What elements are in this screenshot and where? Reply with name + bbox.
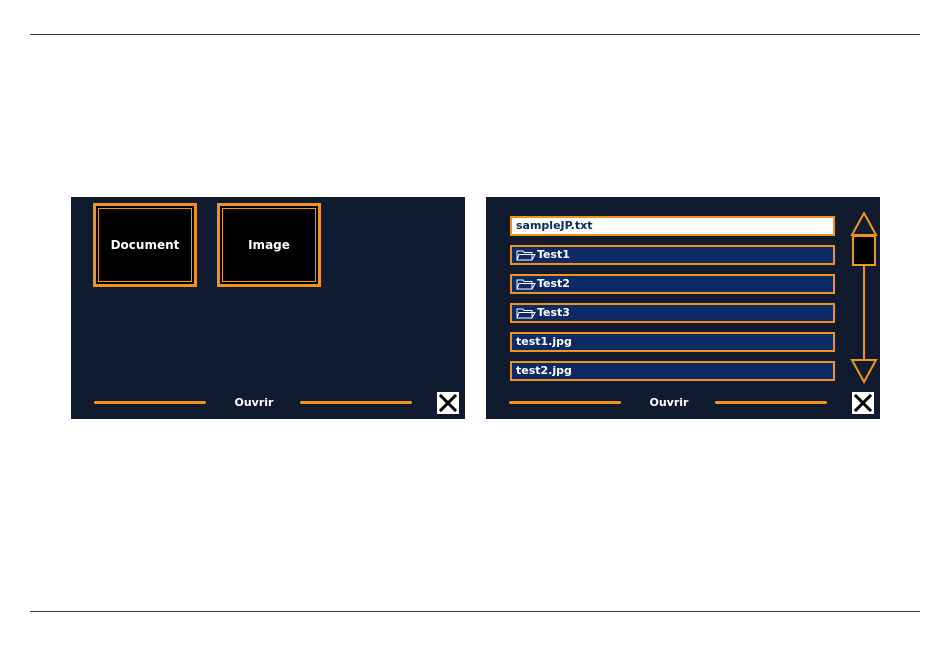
close-icon [439, 394, 457, 412]
close-button[interactable] [851, 391, 875, 415]
folder-item[interactable]: Test1 [510, 245, 835, 265]
folder-name: Test3 [537, 305, 570, 321]
file-name: sampleJP.txt [516, 218, 592, 234]
file-name: test1.jpg [516, 334, 572, 350]
folder-name: Test2 [537, 276, 570, 292]
image-tile[interactable]: Image [217, 203, 321, 287]
footer-title: Ouvrir [629, 396, 709, 410]
file-item[interactable]: sampleJP.txt [510, 216, 835, 236]
scroll-down-arrow-icon [852, 360, 876, 382]
open-category-screen: Document Image Ouvrir [71, 197, 465, 419]
close-button[interactable] [436, 391, 460, 415]
file-item[interactable]: test1.jpg [510, 332, 835, 352]
footer-line-right [715, 401, 827, 404]
footer-line-left [94, 401, 206, 404]
file-name: test2.jpg [516, 363, 572, 379]
file-item[interactable]: test2.jpg [510, 361, 835, 381]
footer-line-left [509, 401, 621, 404]
footer-title: Ouvrir [214, 396, 294, 410]
file-browser-screen: sampleJP.txt Test1 Test2 Test3 test1.jpg… [486, 197, 880, 419]
folder-item[interactable]: Test2 [510, 274, 835, 294]
document-tile[interactable]: Document [93, 203, 197, 287]
scroll-up-arrow-icon [852, 213, 876, 235]
page-bottom-rule [30, 611, 920, 612]
footer-line-right [300, 401, 412, 404]
folder-item[interactable]: Test3 [510, 303, 835, 323]
scroll-thumb [853, 236, 875, 265]
close-icon [854, 394, 872, 412]
folder-name: Test1 [537, 247, 570, 263]
folder-icon [516, 249, 536, 261]
folder-icon [516, 278, 536, 290]
folder-icon [516, 307, 536, 319]
scrollbar[interactable] [850, 212, 878, 384]
page-top-rule [30, 34, 920, 35]
